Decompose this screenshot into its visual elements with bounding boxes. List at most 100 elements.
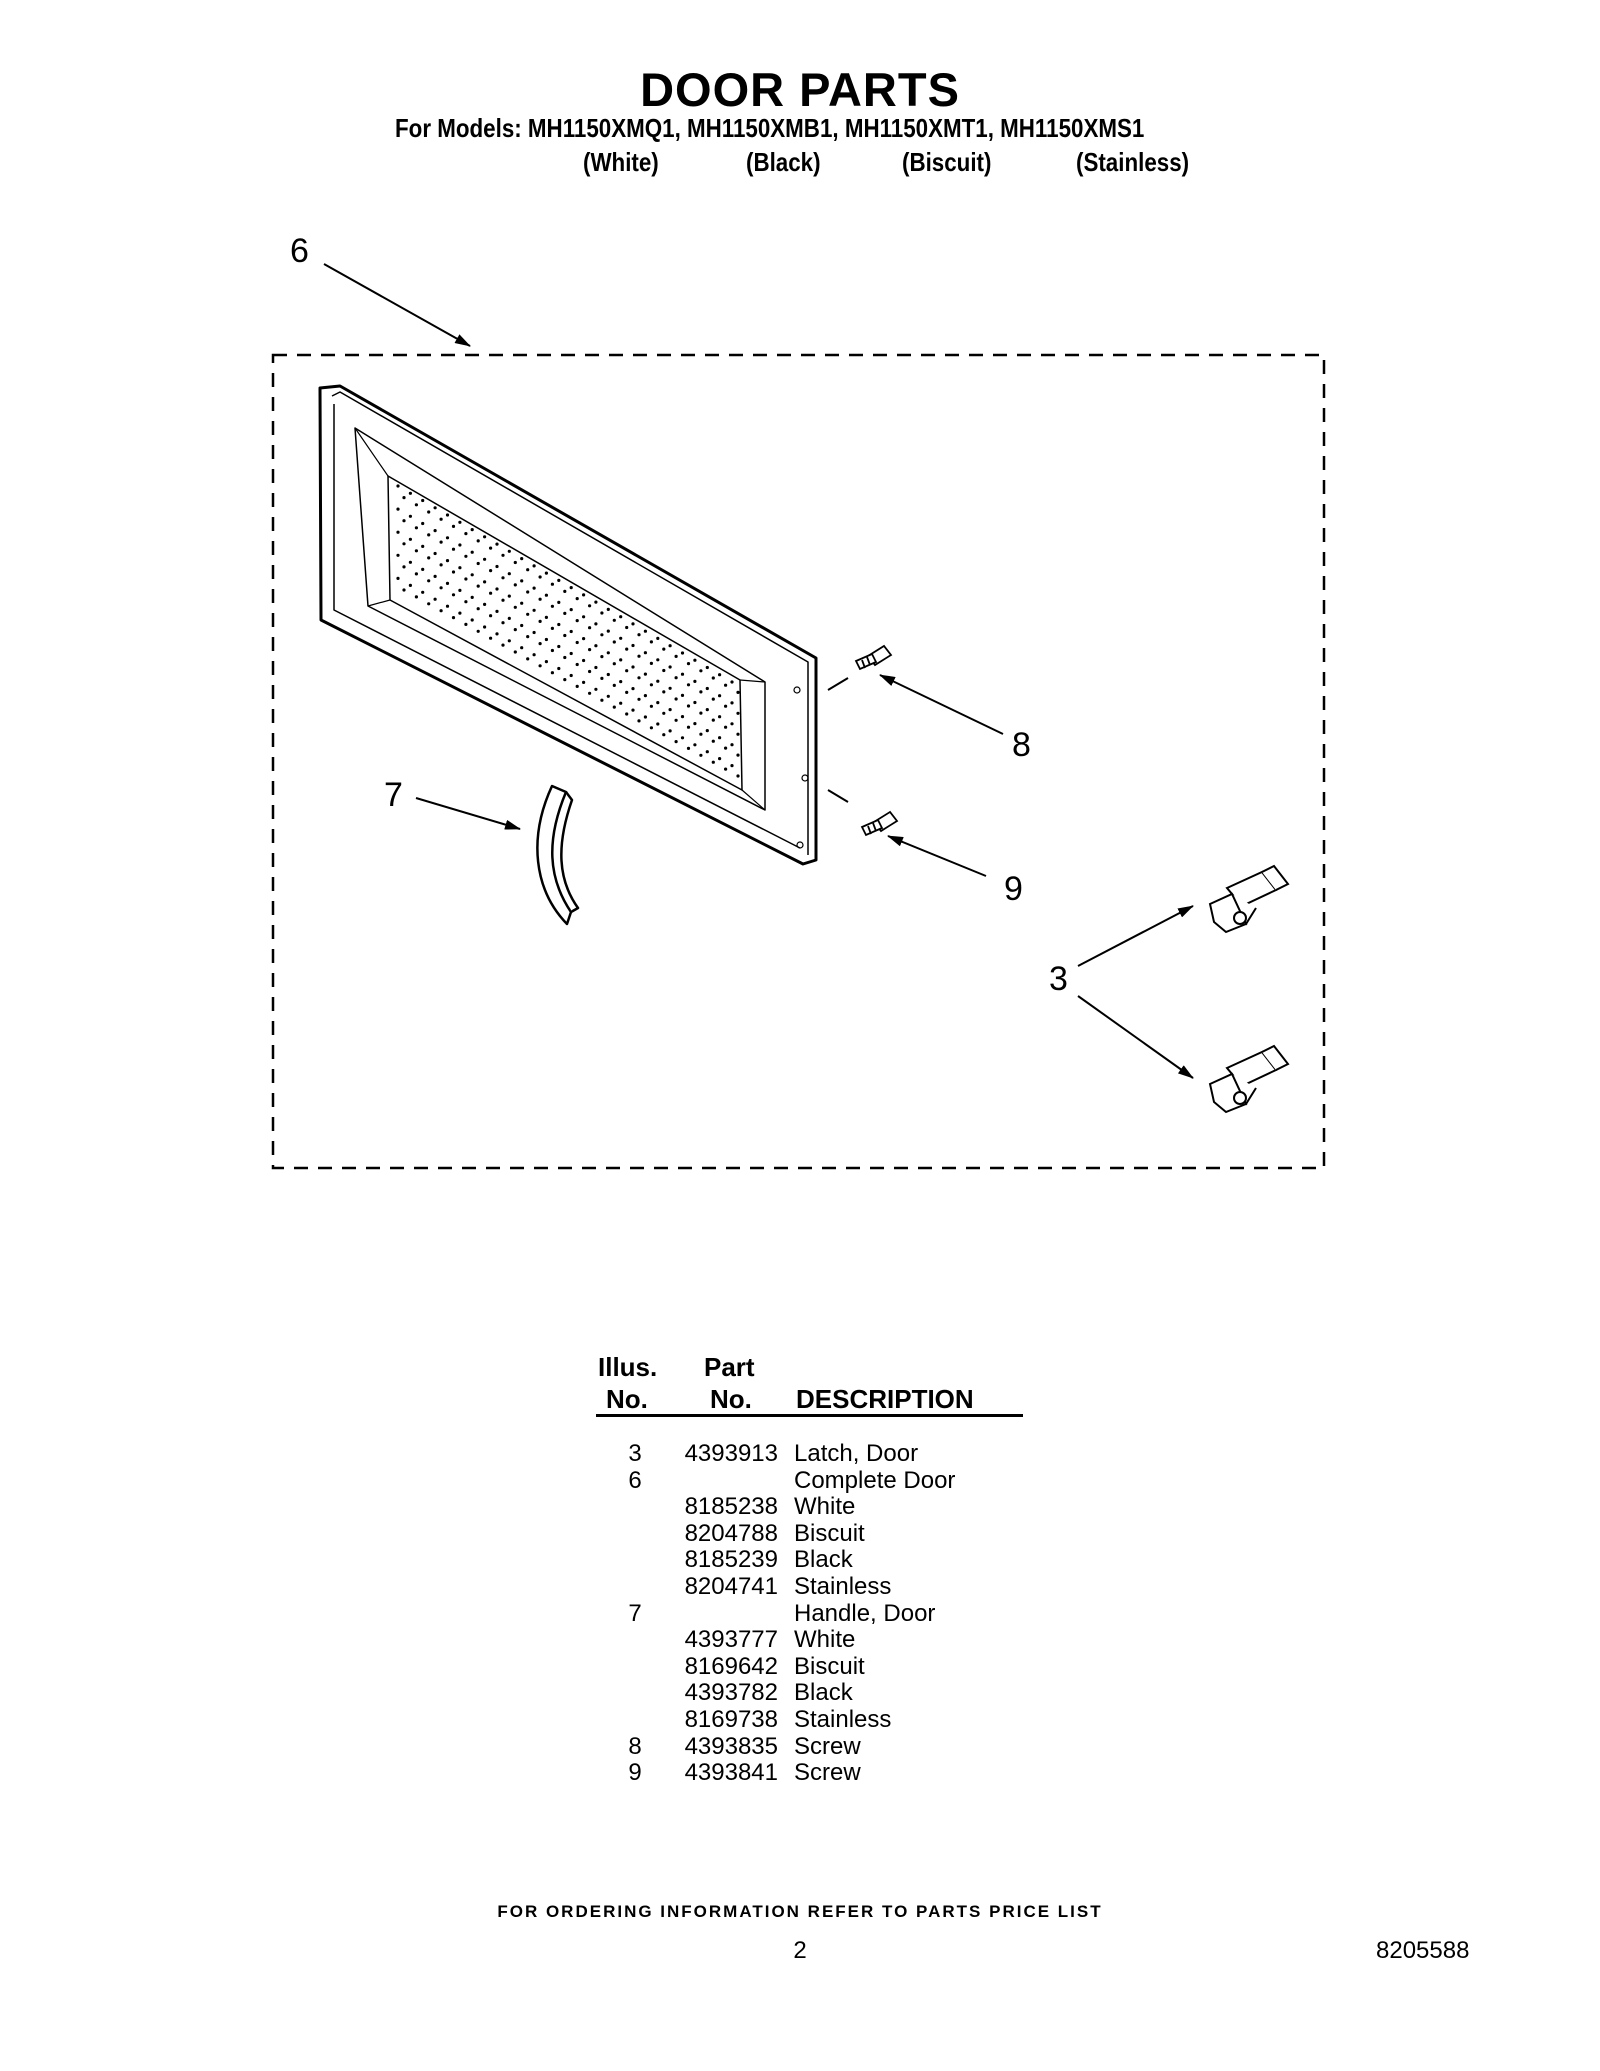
perforation-dot: [631, 687, 635, 691]
perforation-dot: [730, 701, 734, 705]
perforation-dot: [396, 530, 400, 534]
illus-no: 9: [628, 1759, 642, 1787]
perforation-dot: [619, 658, 623, 662]
perforation-dot: [470, 528, 474, 532]
perforation-dot: [464, 532, 468, 536]
perforation-dot: [575, 619, 579, 623]
perforation-dot: [507, 572, 511, 576]
perforation-dot: [680, 672, 685, 676]
perforation-dot: [520, 557, 524, 561]
perforation-dot: [582, 615, 586, 619]
perforation-dot: [730, 743, 734, 747]
perforation-dot: [711, 760, 715, 764]
perforation-dot: [538, 664, 542, 668]
perforation-dot: [520, 646, 524, 650]
perforation-dot: [718, 736, 722, 740]
perforation-dot: [427, 533, 431, 537]
perforation-dot: [594, 622, 598, 626]
perforation-dot: [575, 640, 579, 645]
perforation-dot: [445, 604, 450, 608]
perforation-dot: [649, 661, 654, 666]
perforation-dot: [631, 708, 635, 712]
perforation-dot: [631, 665, 635, 669]
part-no: 8185239: [684, 1546, 778, 1574]
perforation-dot: [606, 651, 610, 655]
perforation-dot: [538, 575, 542, 579]
perforation-dot: [408, 491, 412, 495]
color-black: (Black): [746, 147, 821, 177]
perforation-dot: [458, 588, 462, 593]
perforation-dot: [649, 726, 654, 730]
perforation-dot: [501, 553, 505, 557]
assembly-boundary: [271, 353, 1326, 1170]
perforation-dot: [705, 708, 709, 712]
callout-3: 3: [1049, 960, 1068, 998]
perforation-dot: [433, 529, 437, 533]
part-description: Biscuit: [794, 1519, 865, 1547]
perforation-dot: [483, 625, 487, 629]
perforation-dot: [408, 514, 412, 518]
perforation-dot: [532, 608, 536, 612]
perforation-dot: [686, 746, 691, 751]
callout-9: 9: [1004, 870, 1023, 908]
leader-3-upper: [1077, 905, 1194, 967]
leader-8: [879, 674, 1004, 735]
perforation-dot: [396, 484, 400, 488]
perforation-dot: [662, 668, 666, 673]
perforation-dot: [532, 564, 536, 568]
perforation-dot: [588, 648, 592, 652]
perforation-dot: [476, 539, 480, 543]
perforation-dot: [550, 648, 555, 653]
perforation-dot: [637, 654, 641, 658]
perforation-dot: [458, 611, 462, 615]
perforation-dot: [643, 629, 648, 633]
part-no: 8169642: [684, 1652, 778, 1680]
perforation-dot: [476, 561, 480, 566]
perforation-dot: [563, 655, 567, 660]
callout-8: 8: [1012, 726, 1031, 764]
document-number: 8205588: [1376, 1937, 1470, 1964]
perforation-dot: [612, 640, 616, 644]
perforation-dot: [513, 650, 517, 654]
perforation-dot: [402, 565, 406, 569]
perforation-dot: [563, 678, 567, 682]
col-header-part-top: Part: [704, 1352, 755, 1382]
perforation-dot: [575, 597, 579, 601]
part-description: Latch, Door: [794, 1440, 919, 1467]
perforation-dot: [483, 602, 487, 607]
perforation-dot: [724, 704, 728, 708]
perforation-dot: [668, 644, 672, 648]
illus-no: 6: [628, 1466, 642, 1494]
perforation-dot: [693, 679, 697, 684]
perforation-dot: [470, 595, 474, 600]
perforation-dot: [495, 632, 499, 636]
page-number: 2: [793, 1937, 807, 1964]
perforation-dot: [470, 550, 474, 554]
perforation-dot: [674, 740, 678, 744]
perforation-dot: [507, 549, 511, 553]
perforation-dot: [656, 658, 660, 662]
col-header-illus-bottom: No.: [606, 1384, 648, 1414]
perforation-dot: [414, 549, 418, 553]
perforation-dot: [476, 584, 480, 588]
perforation-dot: [483, 557, 487, 561]
perforation-dot: [433, 551, 437, 556]
perforation-dot: [569, 586, 573, 590]
perforation-dot: [439, 540, 443, 544]
perforation-dot: [445, 536, 450, 540]
door-panel: [318, 384, 818, 866]
perforation-dot: [674, 697, 678, 701]
perforation-dot: [544, 571, 549, 575]
perforation-dot: [693, 722, 697, 726]
color-biscuit: (Biscuit): [902, 147, 992, 177]
perforation-dot: [600, 698, 604, 702]
perforation-dot: [476, 629, 480, 633]
perforation-dot: [711, 739, 715, 743]
perforation-dot: [718, 694, 722, 698]
perforation-dot: [464, 554, 468, 558]
perforation-dot: [402, 519, 406, 523]
perforation-dot: [606, 629, 610, 633]
perforation-dot: [625, 712, 629, 716]
part-description: White: [794, 1493, 856, 1521]
perforation-dot: [668, 665, 672, 669]
